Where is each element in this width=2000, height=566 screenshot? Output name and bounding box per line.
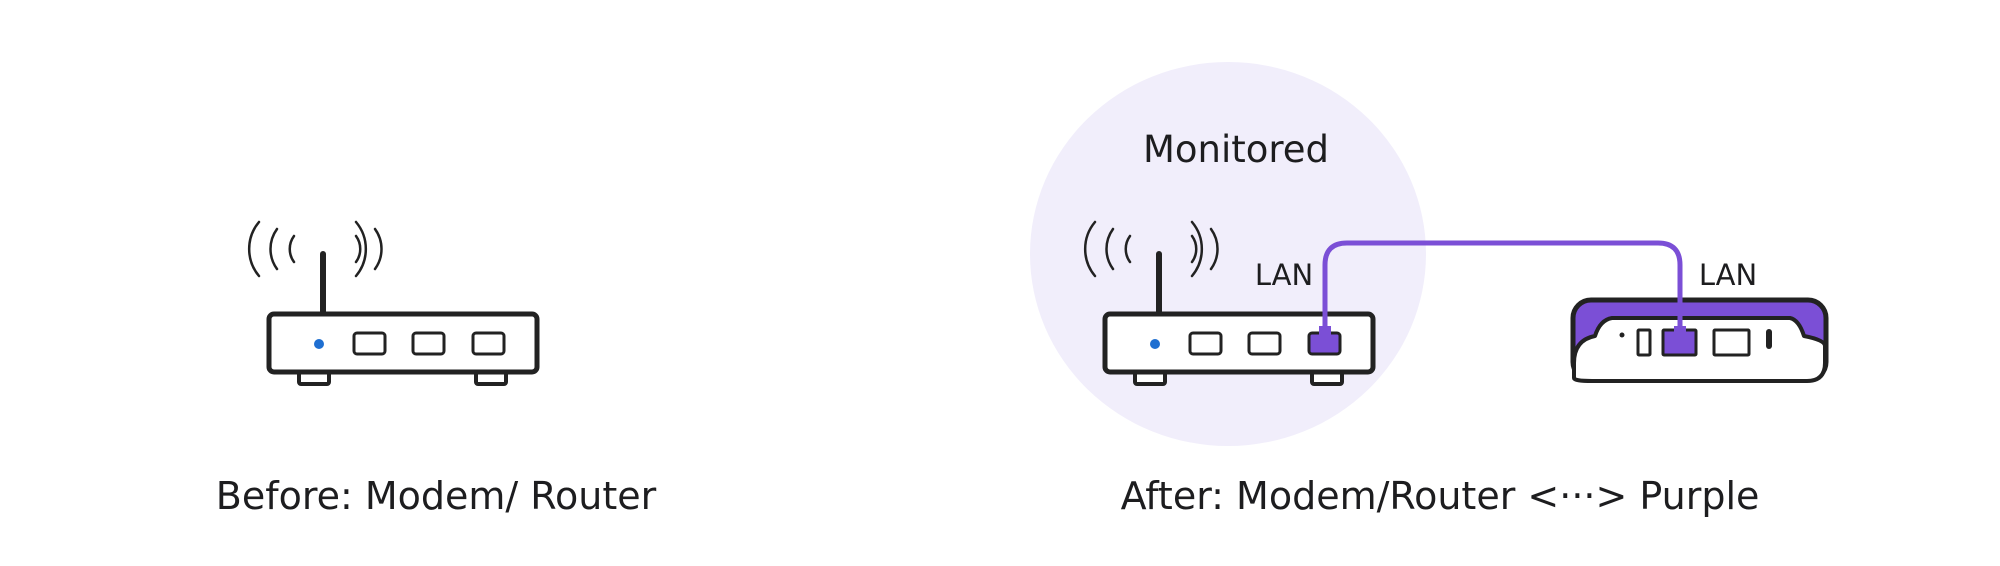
router-port-1	[352, 331, 387, 356]
cable-connector-router	[1319, 326, 1331, 338]
before-router-icon	[248, 220, 540, 386]
before-caption: Before: Modem/ Router	[216, 474, 657, 518]
router-port-1	[1188, 331, 1223, 356]
router-port-3	[471, 331, 506, 356]
router-lan-label: LAN	[1255, 258, 1313, 292]
device-slot	[1636, 328, 1652, 357]
device-pinhole	[1619, 332, 1625, 338]
router-body	[1102, 311, 1376, 375]
after-router-icon	[1084, 220, 1376, 386]
status-led	[1150, 339, 1160, 349]
monitored-highlight	[1030, 62, 1426, 446]
wifi-waves-icon	[248, 220, 383, 278]
purple-device-icon	[1570, 297, 1829, 383]
router-port-2	[1247, 331, 1282, 356]
device-indicator	[1766, 329, 1772, 349]
purple-device-face	[1572, 316, 1827, 383]
wifi-waves-icon	[1084, 220, 1219, 278]
purple-lan-label: LAN	[1699, 258, 1757, 292]
monitored-label: Monitored	[1143, 128, 1329, 171]
after-caption: After: Modem/Router <···> Purple	[1121, 474, 1760, 518]
cable-connector-purple	[1674, 326, 1686, 338]
router-port-2	[411, 331, 446, 356]
lan-cable	[1322, 240, 1683, 333]
device-port	[1712, 328, 1751, 357]
status-led	[314, 339, 324, 349]
router-body	[266, 311, 540, 375]
